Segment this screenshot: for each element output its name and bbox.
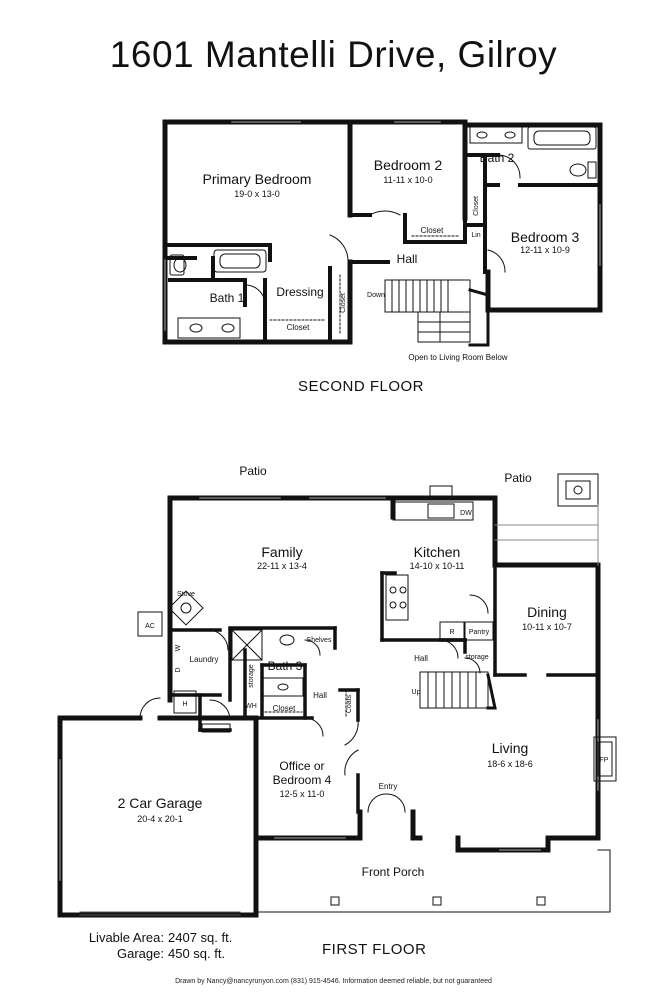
room-dims: 18-6 x 18-6 [487, 759, 533, 769]
room-name: Family [261, 544, 302, 560]
first-floor-interior-walls [168, 563, 600, 814]
fireplace-label: FP [600, 757, 609, 764]
plan-title: 1601 Mantelli Drive, Gilroy [109, 34, 558, 75]
livable-area-label: Livable Area: [88, 930, 164, 945]
patio-rails [494, 504, 599, 566]
closet-label: Closet [287, 323, 310, 332]
room-name: Bath 1 [210, 291, 245, 305]
room-name: Bath 2 [480, 151, 515, 165]
water-heater-label: WH [245, 703, 257, 710]
closet-label: Closet [421, 226, 444, 235]
room-dims: 20-4 x 20-1 [137, 814, 183, 824]
room-name: Entry [379, 782, 398, 791]
second-floor-stair [384, 279, 490, 347]
first-floor-stair [419, 671, 497, 710]
second-floor-interior-walls [163, 153, 602, 344]
pantry-label: Pantry [469, 629, 490, 636]
dryer-label: D [175, 667, 182, 672]
room-name: Bedroom 3 [511, 229, 580, 245]
hall-label: Hall [313, 691, 327, 700]
second-floor-plan [162, 119, 603, 347]
refrigerator-label: R [449, 629, 454, 636]
stove-label: Stove [177, 591, 195, 598]
washer-label: W [175, 644, 182, 651]
first-floor-closet-rods [264, 689, 347, 718]
first-floor-walls [57, 495, 601, 918]
open-to-living-note: Open to Living Room Below [408, 353, 507, 362]
room-name: Dressing [276, 285, 323, 299]
garage-area-value: 450 sq. ft. [168, 946, 226, 961]
footer-credit: Drawn by Nancy@nancyrunyon.com (831) 915… [175, 978, 492, 985]
livable-area-value: 2407 sq. ft. [168, 930, 233, 945]
closet-label: Closet [473, 196, 480, 216]
storage-label: storage [248, 664, 255, 687]
room-dims: 12-11 x 10-9 [520, 245, 570, 255]
room-name: Front Porch [362, 865, 425, 879]
stair-up-label: Up [412, 689, 421, 696]
second-floor-fixtures [169, 126, 597, 339]
patio-label: Patio [504, 471, 532, 485]
storage-label: storage [465, 654, 488, 661]
ac-label: AC [145, 623, 155, 630]
closet-label: Closet [273, 704, 296, 713]
room-name: Dining [527, 604, 567, 620]
patio-label: Patio [239, 464, 267, 478]
room-name: Living [492, 740, 529, 756]
garage-door [79, 911, 241, 916]
first-floor-label: FIRST FLOOR [322, 941, 427, 958]
room-name: Bedroom 4 [273, 773, 332, 787]
room-dims: 22-11 x 13-4 [257, 561, 307, 571]
room-name: Primary Bedroom [203, 171, 312, 187]
room-dims: 14-10 x 10-11 [410, 561, 465, 571]
room-name: Office or [279, 759, 324, 773]
room-dims: 19-0 x 13-0 [234, 189, 280, 199]
room-dims: 11-11 x 10-0 [383, 175, 432, 185]
coats-label: Coats [346, 694, 353, 713]
hvac-label: H [182, 701, 187, 708]
second-floor-walls [162, 119, 603, 345]
room-name: Laundry [190, 655, 219, 664]
first-floor-fixtures [137, 473, 617, 906]
garage-area-row: Garage: 450 sq. ft. [74, 946, 232, 962]
porch-outline [255, 837, 611, 913]
room-name: Bedroom 2 [374, 157, 443, 173]
room-name: Hall [397, 252, 418, 266]
second-floor-labels: Primary Bedroom 19-0 x 13-0 Bedroom 2 11… [203, 151, 580, 362]
stair-down-label: Down [367, 292, 385, 299]
second-floor-windows [164, 121, 601, 331]
first-floor-plan [57, 473, 617, 918]
area-summary: Livable Area: 2407 sq. ft. Garage: 450 s… [74, 930, 233, 962]
first-floor-labels: Patio Patio Family 22-11 x 13-4 Kitchen … [118, 464, 609, 879]
dishwasher-label: DW [460, 510, 472, 517]
closet-rods [269, 235, 461, 336]
livable-area-row: Livable Area: 2407 sq. ft. [74, 930, 233, 946]
garage-area-label: Garage: [117, 946, 164, 961]
room-dims: 12-5 x 11-0 [280, 789, 325, 799]
second-floor-label: SECOND FLOOR [298, 378, 425, 395]
room-name: Kitchen [414, 544, 461, 560]
second-floor-doors [244, 154, 521, 303]
room-name: 2 Car Garage [118, 795, 203, 811]
linen-label: Lin [471, 232, 480, 239]
closet-label: Closet [340, 293, 347, 313]
hall-label: Hall [414, 654, 428, 663]
shelves-label: Shelves [307, 637, 332, 644]
room-dims: 10-11 x 10-7 [522, 622, 572, 632]
room-name: Bath 3 [268, 659, 303, 673]
first-floor-doors [139, 594, 489, 813]
